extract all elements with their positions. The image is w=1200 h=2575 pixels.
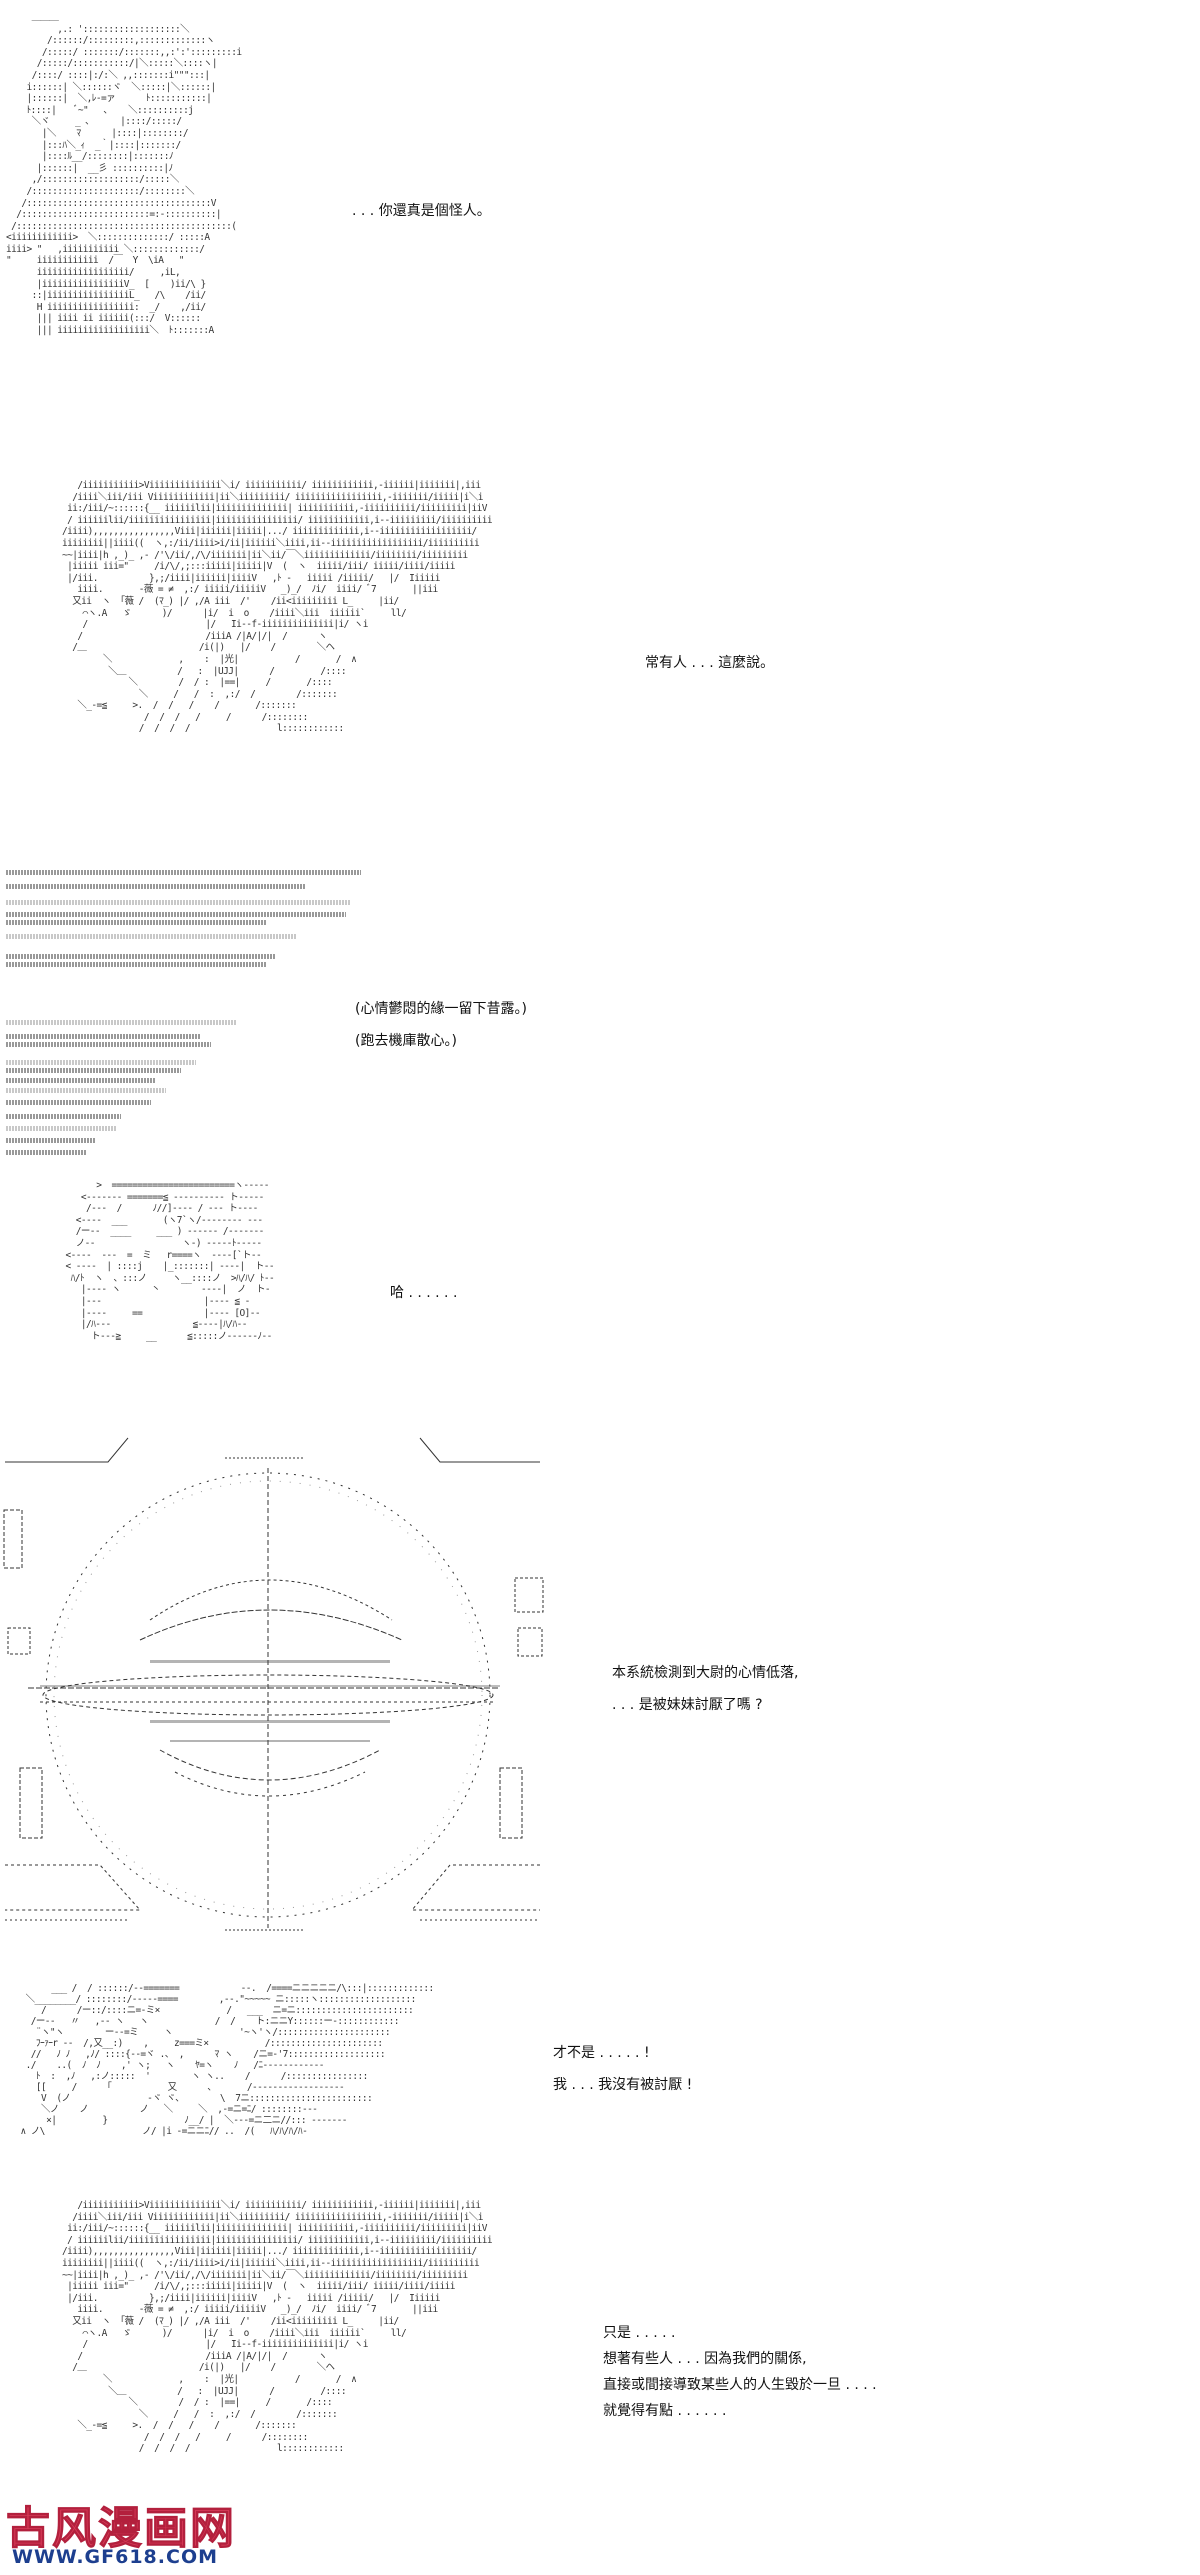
hud-left-gauge [3, 1509, 23, 1569]
hud-outer-ring [45, 1472, 491, 1918]
girl-seated-art: ＿＿＿ ,.: ':::::::::::::::::::＼ /::::::/::… [6, 12, 242, 337]
scanline-dash [6, 962, 266, 967]
glasses-man-art: /iiiiiiiiiii>Viiiiiiiiiiiiii＼i/ iiiiiiii… [62, 480, 493, 735]
crying-faces-art: ___ / / ::::::/--======= --. /====ニニニニニ/… [20, 1983, 434, 2137]
scanline-dash [6, 934, 296, 939]
scanline-dash [6, 1060, 196, 1065]
scanline-dash [6, 900, 351, 905]
scanline-dash [6, 1078, 156, 1083]
dialogue-text-1: . . . 你還真是個怪人。 [352, 203, 491, 219]
scanline-dash [6, 912, 346, 917]
watermark-url: WWW.GF618.COM [12, 2546, 218, 2568]
watermark-title: 古风漫画网 [6, 2503, 236, 2555]
scanline-dash [6, 1042, 211, 1047]
hud-right-bar [499, 1767, 523, 1839]
hud-top-arc [149, 1579, 393, 1621]
hud-left-bar [19, 1767, 43, 1839]
scanline-dash [6, 1020, 236, 1025]
site-watermark: 古风漫画网 WWW.GF618.COM [0, 2490, 235, 2575]
targeting-sphere-art [3, 1437, 544, 1931]
scanline-dash [6, 884, 306, 889]
robot-face-art: > ========================ヽ----- <------… [65, 1180, 275, 1342]
scanline-dash [6, 1068, 181, 1073]
hud-equator-band [42, 1674, 494, 1716]
hud-bottom-right-frame [410, 1864, 540, 1911]
scanline-dash [6, 1138, 96, 1143]
scanline-dash [6, 870, 361, 875]
scanline-dash [6, 920, 266, 925]
hud-right-gauge [514, 1577, 544, 1613]
glasses-man-repeat-art: /iiiiiiiiiii>Viiiiiiiiiiiiii＼i/ iiiiiiii… [62, 2200, 493, 2455]
hud-corner-top-left [5, 1437, 129, 1463]
scanline-dash [6, 1034, 201, 1039]
hud-inner-ring [53, 1480, 483, 1910]
hud-bottom-left-frame [5, 1864, 142, 1911]
dialogue-text-5: 本系統檢測到大尉的心情低落, . . . 是被妹妹討厭了嗎 ? [612, 1665, 799, 1713]
scanline-dash [6, 1126, 116, 1131]
scanline-dash [6, 1100, 151, 1105]
scanline-dash [6, 954, 276, 959]
dialogue-text-6: 才不是 . . . . . ! 我 . . . 我沒有被討厭 ! [553, 2045, 693, 2093]
dialogue-text-4: 哈 . . . . . . [390, 1285, 458, 1301]
scanline-dash [6, 1088, 166, 1093]
dialogue-text-2: 常有人 . . . 這麼說。 [645, 655, 775, 671]
scanline-dash [6, 1114, 121, 1119]
hud-bottom-arc [159, 1749, 381, 1781]
scanline-dash [6, 1150, 86, 1155]
dialogue-text-7: 只是 . . . . . 想著有些人 . . . 因為我們的關係, 直接或間接導… [603, 2325, 877, 2419]
dialogue-text-3: (心情鬱悶的緣一留下昔露。) (跑去機庫散心。) [355, 1001, 527, 1049]
hud-corner-top-right [419, 1437, 540, 1463]
